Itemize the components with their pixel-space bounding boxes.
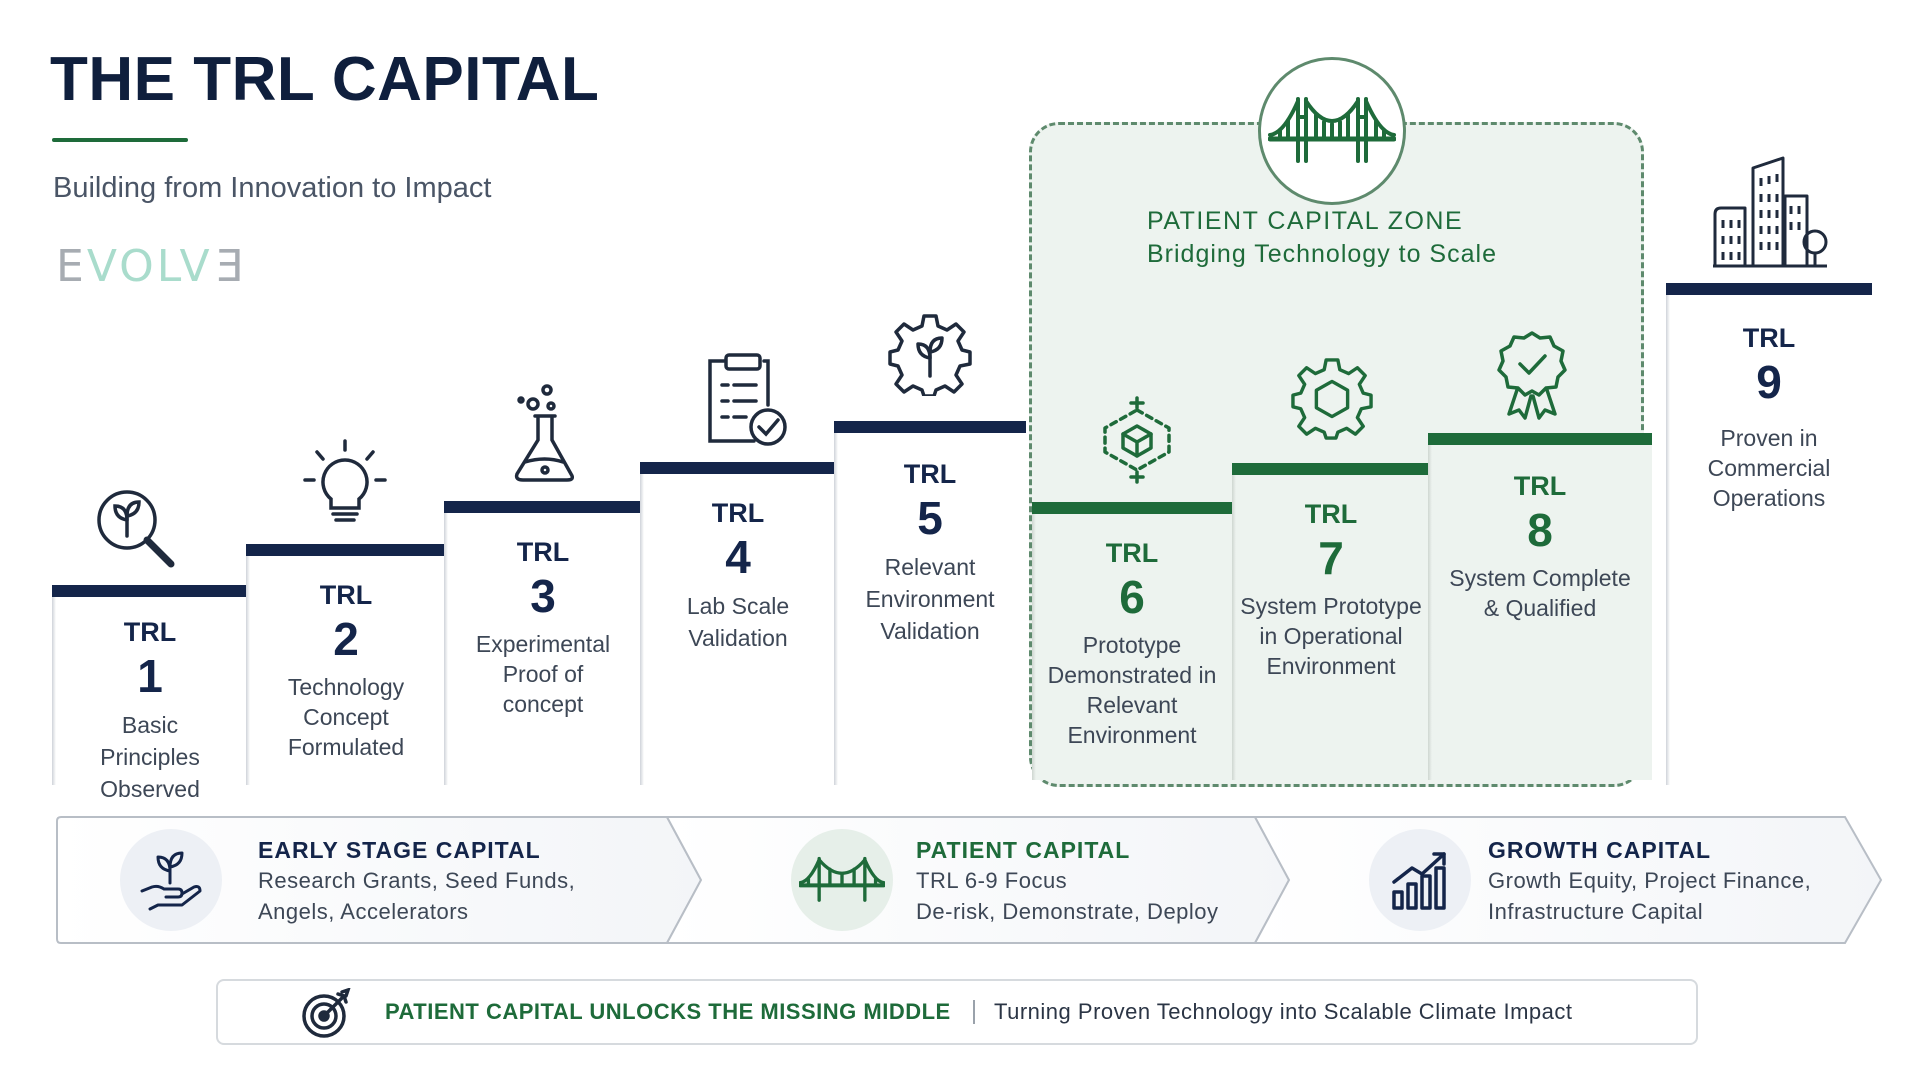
early-stage-line-2: Angels, Accelerators [258, 899, 469, 924]
trl-number: 6 [1119, 571, 1145, 623]
trl-number: 4 [725, 531, 751, 583]
trl-label: TRL [319, 580, 373, 610]
title-underline [52, 138, 188, 142]
patient-capital-title: PATIENT CAPITAL [916, 837, 1131, 863]
page-title: THE TRL CAPITAL [50, 45, 600, 114]
trl-label: TRL [903, 459, 957, 489]
bridge-icon [799, 856, 885, 902]
trl-step-8: TRL 8 System Complete& Qualified [1428, 433, 1652, 780]
page-subtitle: Building from Innovation to Impact [53, 172, 492, 204]
city-buildings-icon [1710, 153, 1830, 273]
early-stage-line-1: Research Grants, Seed Funds, [258, 868, 576, 893]
trl-label: TRL [711, 498, 765, 528]
early-stage-icon-badge [120, 829, 222, 931]
patient-capital-line-2: De-risk, Demonstrate, Deploy [916, 899, 1219, 924]
banner-tagline: Turning Proven Technology into Scalable … [994, 999, 1573, 1024]
trl-label: TRL [1304, 499, 1358, 529]
zone-subtitle: Bridging Technology to Scale [1147, 240, 1497, 268]
growth-chart-icon [1392, 852, 1446, 910]
zone-title: PATIENT CAPITAL ZONE [1147, 207, 1464, 235]
growth-capital-icon-badge [1369, 829, 1471, 931]
clipboard-check-icon [700, 350, 790, 450]
bridge-icon [1268, 97, 1396, 163]
trl-number: 9 [1756, 356, 1782, 408]
trl-label: TRL [1742, 323, 1796, 353]
hand-plant-icon [140, 851, 202, 911]
trl-label: TRL [516, 537, 570, 567]
trl-label: TRL [1105, 538, 1159, 568]
trl-number: 1 [137, 650, 163, 702]
trl-label: TRL [1513, 471, 1567, 501]
patient-capital-icon-badge [791, 829, 893, 931]
trl-label: TRL [123, 617, 177, 647]
patient-capital-line-1: TRL 6-9 Focus [916, 868, 1068, 893]
growth-capital-line-1: Growth Equity, Project Finance, [1488, 868, 1812, 893]
gear-plant-icon [886, 310, 974, 398]
cube-icon [1097, 394, 1177, 486]
magnifier-plant-icon [90, 483, 180, 573]
trl-number: 3 [530, 570, 556, 622]
trl-number: 5 [917, 492, 943, 544]
flask-icon [503, 381, 583, 487]
trl-number: 8 [1527, 504, 1553, 556]
early-stage-title: EARLY STAGE CAPITAL [258, 837, 541, 863]
trl-description: System Complete& Qualified [1449, 565, 1631, 621]
evolve-logo: EVOLVE [56, 241, 244, 292]
lightbulb-icon [300, 436, 390, 532]
banner-headline: PATIENT CAPITAL UNLOCKS THE MISSING MIDD… [385, 999, 951, 1024]
banner-divider [973, 1000, 975, 1024]
growth-capital-title: GROWTH CAPITAL [1488, 837, 1712, 863]
trl-number: 2 [333, 613, 359, 665]
missing-middle-banner [216, 979, 1698, 1045]
zone-bridge-badge [1258, 57, 1406, 205]
gear-hexagon-icon [1290, 357, 1374, 441]
badge-check-icon [1494, 329, 1570, 421]
target-icon [300, 987, 352, 1040]
trl-number: 7 [1318, 532, 1344, 584]
growth-capital-line-2: Infrastructure Capital [1488, 899, 1704, 924]
